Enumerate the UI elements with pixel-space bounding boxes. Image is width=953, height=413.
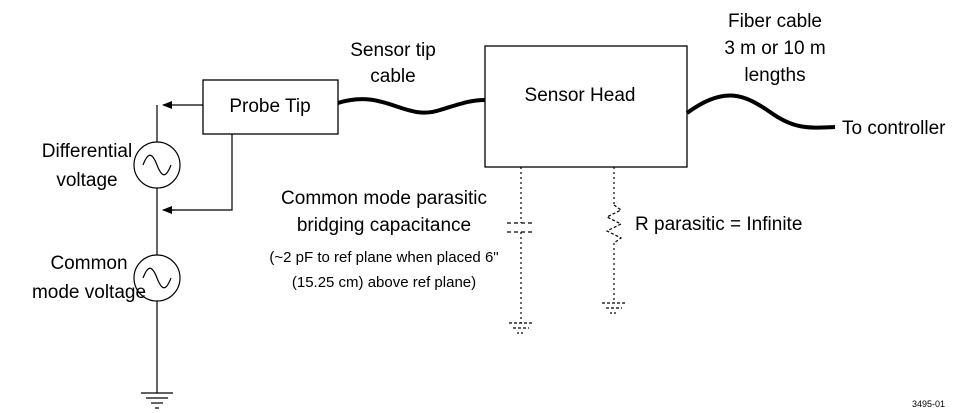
differential-sine-wave <box>142 154 172 176</box>
fiber-cable-label-3: lengths <box>744 65 805 86</box>
common-mode-sine-wave <box>142 267 172 289</box>
common-mode-label-1: Common <box>50 253 127 274</box>
fiber-cable <box>685 93 836 130</box>
sensor-head-box[interactable] <box>484 45 688 168</box>
common-mode-label-2: mode voltage <box>32 282 146 303</box>
sensor-tip-cable <box>337 97 486 115</box>
parasitic-capacitor-icon <box>507 167 535 334</box>
capacitance-note-1: (~2 pF to ref plane when placed 6" <box>269 249 498 266</box>
fiber-cable-label-1: Fiber cable <box>728 11 822 32</box>
source-ground-icon <box>141 392 173 409</box>
to-controller-label: To controller <box>842 118 946 139</box>
probe-tip-label: Probe Tip <box>229 96 310 117</box>
figure-number: 3495-01 <box>912 399 945 409</box>
differential-voltage-label-2: voltage <box>56 170 117 191</box>
parasitic-resistor-icon <box>602 167 626 314</box>
differential-voltage-label-1: Differential <box>42 141 132 162</box>
sensor-tip-cable-label-1: Sensor tip <box>350 40 436 61</box>
capacitance-note-2: (15.25 cm) above ref plane) <box>292 274 476 291</box>
probe-return-lead <box>171 134 233 211</box>
capacitance-title-2: bridging capacitance <box>297 215 471 236</box>
sensor-tip-cable-label-2: cable <box>370 66 415 87</box>
fiber-cable-label-2: 3 m or 10 m <box>724 38 825 59</box>
probe-tip-box[interactable] <box>202 79 339 135</box>
capacitance-title-1: Common mode parasitic <box>281 188 487 209</box>
sensor-head-label: Sensor Head <box>525 85 636 106</box>
resistance-label: R parasitic = Infinite <box>635 214 802 235</box>
